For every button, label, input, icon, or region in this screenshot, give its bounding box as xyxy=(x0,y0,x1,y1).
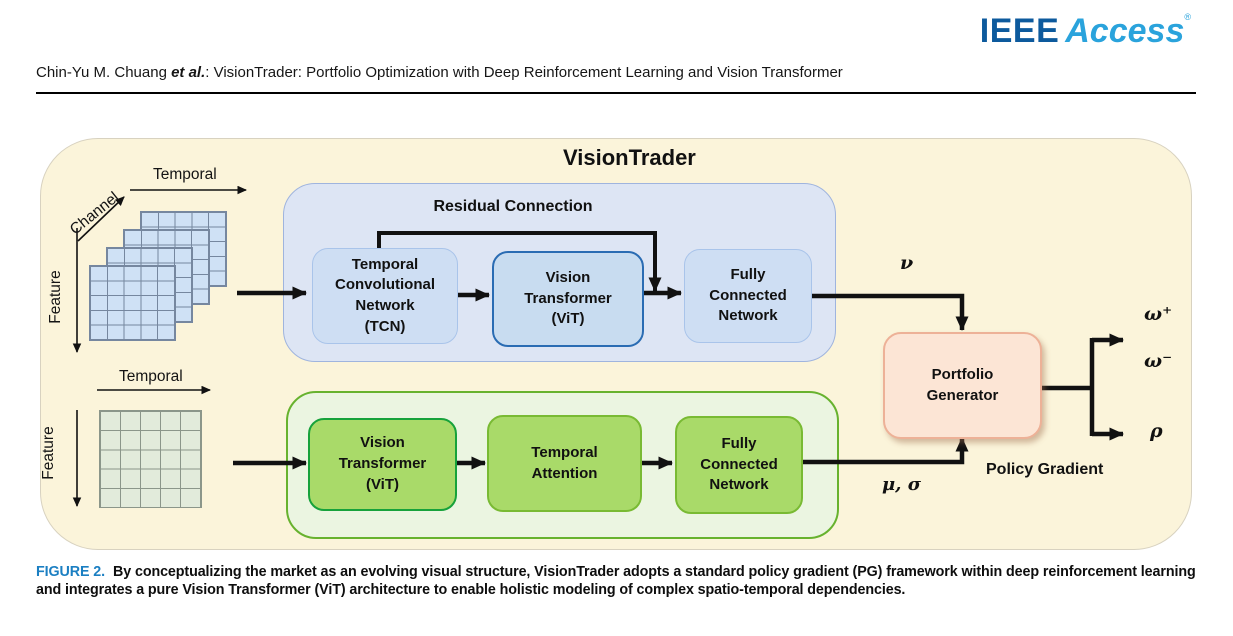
tcn-box: Temporal Convolutional Network (TCN) xyxy=(312,248,458,344)
omega-minus-label: ω⁻ xyxy=(1144,350,1173,372)
input-tensor-layer xyxy=(89,265,176,341)
axis-feature-top: Feature xyxy=(47,270,64,324)
nu-label: ν xyxy=(900,252,914,274)
running-head-authors: Chin-Yu M. Chuang xyxy=(36,64,172,81)
omega-plus-label: ω⁺ xyxy=(1144,303,1173,325)
running-head-title: : VisionTrader: Portfolio Optimization w… xyxy=(205,64,843,81)
header-rule xyxy=(36,92,1196,94)
running-head-etal: et al. xyxy=(171,64,206,81)
running-head: Chin-Yu M. Chuang et al.: VisionTrader: … xyxy=(36,64,843,81)
policy-gradient-label: Policy Gradient xyxy=(986,461,1104,478)
fcn-box-blue: Fully Connected Network xyxy=(684,249,812,343)
trademark-mark: ® xyxy=(1184,12,1191,22)
rho-label: ρ xyxy=(1150,420,1163,442)
ieee-logo-text: IEEE xyxy=(979,12,1060,50)
figure-title: VisionTrader xyxy=(563,145,696,170)
axis-temporal-top: Temporal xyxy=(153,166,217,183)
input-matrix xyxy=(99,410,202,508)
axis-feature-bottom: Feature xyxy=(40,426,57,480)
portfolio-generator-box: Portfolio Generator xyxy=(883,332,1042,439)
figure-caption-text: By conceptualizing the market as an evol… xyxy=(36,564,1196,599)
figure-caption-number: FIGURE 2. xyxy=(36,564,106,580)
vit-box-green: Vision Transformer (ViT) xyxy=(308,418,457,511)
figure-caption: FIGURE 2.By conceptualizing the market a… xyxy=(36,563,1196,599)
fcn-box-green: Fully Connected Network xyxy=(675,416,803,514)
residual-connection-label: Residual Connection xyxy=(433,198,593,215)
vit-box-blue: Vision Transformer (ViT) xyxy=(492,251,644,347)
temporal-attention-box: Temporal Attention xyxy=(487,415,642,512)
access-logo-text: Access xyxy=(1065,12,1185,50)
axis-temporal-bottom: Temporal xyxy=(119,368,183,385)
mu-sigma-label: μ, σ xyxy=(882,474,921,495)
